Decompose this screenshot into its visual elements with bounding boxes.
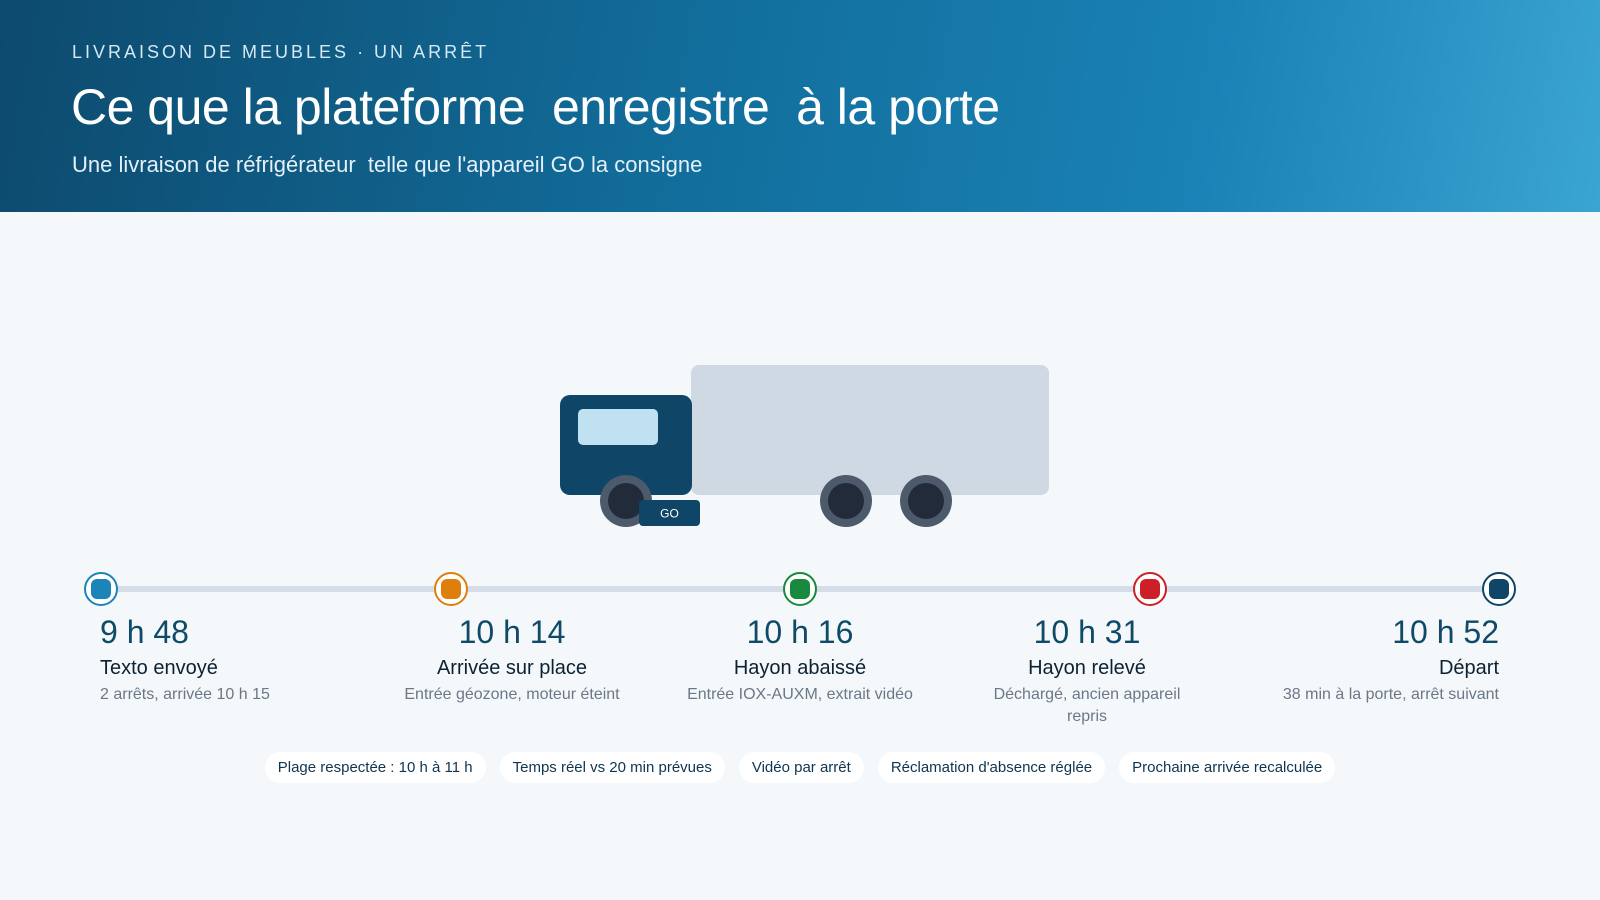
step-time: 10 h 16 <box>746 614 854 650</box>
timeline-node-1-dot <box>91 579 111 599</box>
step-description: 2 arrêts, arrivée 10 h 15 <box>100 686 270 703</box>
timeline-step-4: 10 h 31 Hayon relevé Déchargé, ancien ap… <box>947 612 1227 728</box>
timeline-node-3-dot <box>790 579 810 599</box>
timeline-node-1 <box>84 572 118 606</box>
step-label: Texto envoyé <box>100 657 218 679</box>
step-label: Départ <box>1438 657 1499 679</box>
chip-video-per-stop: Vidéo par arrêt <box>738 752 864 783</box>
chip-next-arrival-recalculated: Prochaine arrivée recalculée <box>1119 752 1336 783</box>
step-time: 10 h 52 <box>1392 614 1499 650</box>
go-device-badge: GO <box>639 500 700 526</box>
timeline-step-2: 10 h 14 Arrivée sur place Entrée géozone… <box>372 612 652 706</box>
timeline-node-2-dot <box>441 579 461 599</box>
chip-absence-claim-settled: Réclamation d'absence réglée <box>877 752 1106 783</box>
chip-real-time-vs-planned: Temps réel vs 20 min prévues <box>499 752 725 783</box>
truck-wheel-rear-1 <box>820 475 872 527</box>
step-time: 9 h 48 <box>100 614 189 650</box>
page-title: Ce que la plateforme enregistre à la por… <box>71 79 1000 135</box>
step-description: Déchargé, ancien appareil repris <box>993 686 1181 725</box>
step-description: Entrée IOX-AUXM, extrait vidéo <box>687 686 913 703</box>
timeline-node-4 <box>1133 572 1167 606</box>
step-description: Entrée géozone, moteur éteint <box>404 686 620 703</box>
go-device-label: GO <box>660 507 679 521</box>
timeline-node-3 <box>783 572 817 606</box>
step-label: Hayon relevé <box>1028 657 1146 679</box>
step-label: Arrivée sur place <box>436 657 588 679</box>
page-subtitle: Une livraison de réfrigérateur telle que… <box>72 152 703 177</box>
timeline-node-5 <box>1482 572 1516 606</box>
outcome-chips: Plage respectée : 10 h à 11 h Temps réel… <box>0 752 1600 783</box>
step-time: 10 h 14 <box>458 614 566 650</box>
step-description: 38 min à la porte, arrêt suivant <box>1282 686 1499 703</box>
timeline-node-5-dot <box>1489 579 1509 599</box>
truck-wheel-rear-2 <box>900 475 952 527</box>
header-banner: LIVRAISON DE MEUBLES · UN ARRÊT Ce que l… <box>0 0 1600 212</box>
truck-cargo-box <box>691 365 1049 495</box>
truck-window <box>578 409 658 445</box>
step-label: Hayon abaissé <box>733 657 867 679</box>
timeline-step-1: 9 h 48 Texto envoyé 2 arrêts, arrivée 10… <box>100 612 380 706</box>
delivery-truck-illustration: GO <box>560 365 1049 527</box>
timeline-node-2 <box>434 572 468 606</box>
step-time: 10 h 31 <box>1033 614 1141 650</box>
chip-window-respected: Plage respectée : 10 h à 11 h <box>264 752 486 783</box>
timeline-step-3: 10 h 16 Hayon abaissé Entrée IOX-AUXM, e… <box>660 612 940 706</box>
eyebrow-text: LIVRAISON DE MEUBLES · UN ARRÊT <box>72 42 490 62</box>
timeline-node-4-dot <box>1140 579 1160 599</box>
timeline-step-5: 10 h 52 Départ 38 min à la porte, arrêt … <box>1218 612 1499 706</box>
